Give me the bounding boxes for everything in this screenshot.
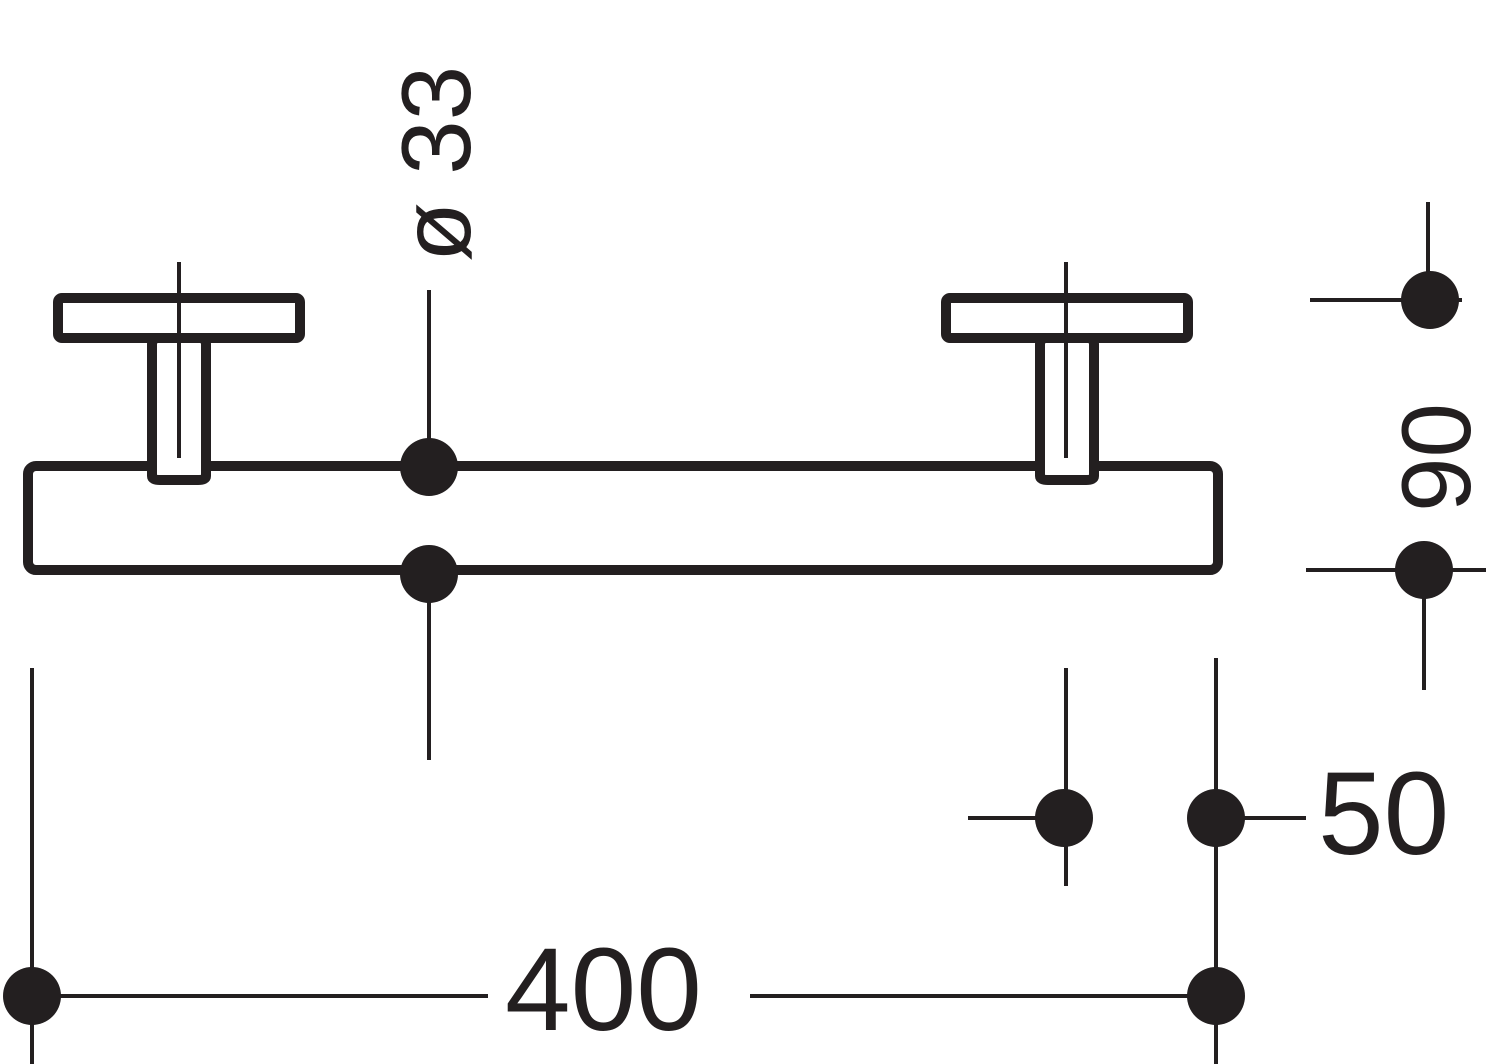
projection-label: 90 <box>1381 403 1491 512</box>
left-bracket <box>53 262 305 484</box>
offset-dot-right <box>1187 789 1245 847</box>
offset-dot-left <box>1035 789 1093 847</box>
left-post-edges <box>147 440 211 485</box>
right-bracket <box>941 262 1193 484</box>
length-dot-right <box>1187 967 1245 1025</box>
offset-label: 50 <box>1318 748 1449 880</box>
diameter-dot-top <box>400 438 458 496</box>
left-post-overlap <box>157 458 201 472</box>
diameter-dimension: ø 33 <box>381 66 491 760</box>
grab-bar-tube <box>23 461 1223 575</box>
length-label: 400 <box>505 924 702 1056</box>
right-post-overlap <box>1045 458 1089 472</box>
right-post-edges <box>1035 440 1099 485</box>
diameter-label: ø 33 <box>381 66 491 262</box>
length-dimension: 400 <box>3 668 1245 1064</box>
projection-dot-bottom <box>1395 541 1453 599</box>
length-dot-left <box>3 967 61 1025</box>
projection-dimension: 90 <box>1306 202 1491 690</box>
diameter-dot-bottom <box>400 545 458 603</box>
projection-dot-top <box>1401 271 1459 329</box>
